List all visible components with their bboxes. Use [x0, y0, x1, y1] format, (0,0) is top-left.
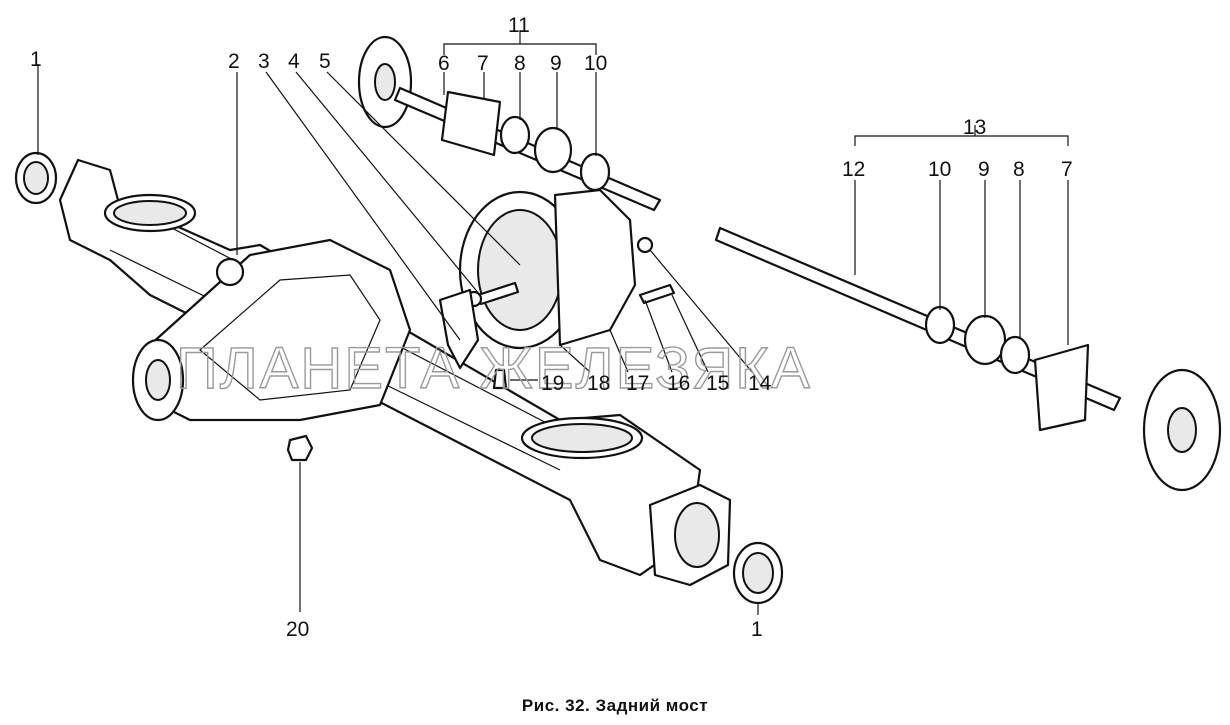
- callout-20: 20: [286, 618, 309, 641]
- callout-13: 13: [963, 116, 986, 139]
- right-flange-end: [648, 483, 732, 587]
- figure-caption: Рис. 32. Задний мост: [521, 696, 709, 715]
- callout-9-left: 9: [550, 52, 562, 75]
- left-oil-seal: [14, 151, 58, 205]
- callout-16: 16: [667, 372, 690, 395]
- callout-7-right: 7: [1061, 158, 1073, 181]
- differential-carrier: [131, 238, 412, 422]
- drain-plug: [286, 434, 314, 462]
- callout-8-left: 8: [514, 52, 526, 75]
- callout-12: 12: [842, 158, 865, 181]
- right-half-shaft: [714, 226, 1222, 492]
- callout-7-left: 7: [477, 52, 489, 75]
- callout-10-right: 10: [928, 158, 951, 181]
- callout-9-right: 9: [978, 158, 990, 181]
- watermark-text: ПЛАНЕТА ЖЕЛЕЗЯКА: [176, 336, 812, 401]
- callout-5: 5: [319, 50, 331, 73]
- callout-1-bottom: 1: [751, 618, 763, 641]
- callout-14: 14: [748, 372, 772, 395]
- right-oil-seal: [732, 541, 784, 605]
- callout-19: 19: [541, 372, 564, 395]
- callout-17: 17: [626, 372, 649, 395]
- callout-6: 6: [438, 52, 450, 75]
- rear-cover-gasket: [438, 188, 676, 390]
- callout-15: 15: [706, 372, 729, 395]
- callout-2: 2: [228, 50, 240, 73]
- left-half-shaft: [357, 35, 662, 212]
- callout-3: 3: [258, 50, 270, 73]
- callout-11: 11: [508, 14, 530, 37]
- leader-lines: [37, 30, 1069, 615]
- callout-4: 4: [288, 50, 300, 73]
- callout-numbers: 1 2 3 4 5 11 6 7 8 9 10 13 12 10 9 8 7 1…: [30, 14, 1073, 641]
- callout-8-right: 8: [1013, 158, 1025, 181]
- callout-1-left: 1: [30, 48, 42, 71]
- callout-18: 18: [587, 372, 610, 395]
- callout-10-left: 10: [584, 52, 607, 75]
